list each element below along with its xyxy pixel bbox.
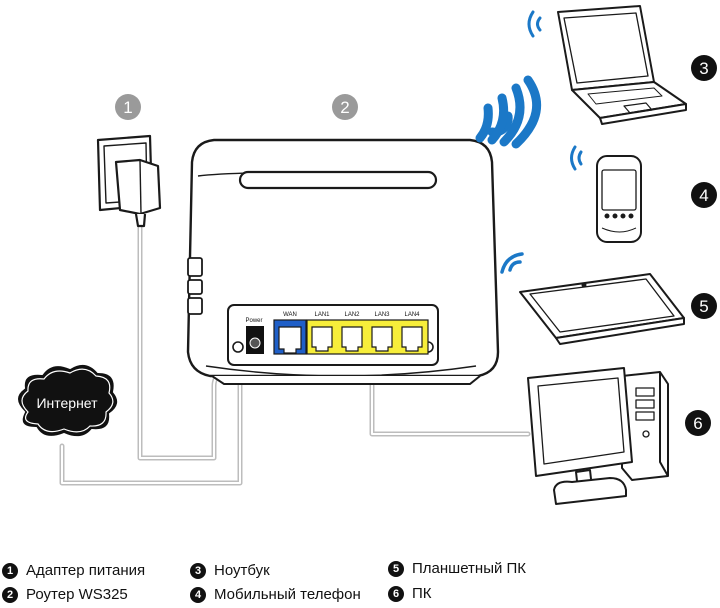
legend-number: 2 (2, 586, 18, 603)
network-diagram: 1 2 Power WAN LAN1 LAN2 LAN3 LAN4 (16, 5, 717, 505)
legend-item-laptop: 3 Ноутбук (190, 562, 270, 579)
legend-number: 5 (388, 560, 404, 577)
callout-phone-number: 4 (699, 186, 708, 205)
callout-phone: 4 (691, 182, 717, 208)
legend-item-pc: 6 ПК (388, 585, 432, 602)
router-icon: Power WAN LAN1 LAN2 LAN3 LAN4 (186, 138, 500, 385)
legend-item-tablet: 5 Планшетный ПК (388, 560, 526, 577)
tablet-icon (519, 273, 685, 345)
internet-cloud-icon: Интернет (16, 362, 120, 439)
tablet-wifi-icon (500, 252, 524, 274)
port-label-lan1: LAN1 (314, 312, 330, 318)
legend-number: 1 (2, 562, 18, 579)
phone-icon (596, 155, 642, 243)
port-label-lan4: LAN4 (404, 312, 420, 318)
callout-router: 2 (332, 94, 358, 120)
port-label-lan3: LAN3 (374, 312, 390, 318)
legend-label: Адаптер питания (26, 562, 146, 579)
legend-label: ПК (412, 585, 432, 602)
laptop-icon (557, 5, 687, 125)
callout-laptop-number: 3 (699, 59, 708, 78)
desktop-pc-icon (527, 367, 669, 505)
laptop-wifi-icon (527, 10, 542, 38)
legend-item-router: 2 Роутер WS325 (2, 586, 128, 603)
port-label-wan: WAN (283, 312, 297, 318)
phone-wifi-icon (570, 145, 583, 171)
legend-number: 6 (388, 585, 404, 602)
legend: 1 Адаптер питания 2 Роутер WS325 3 Ноутб… (0, 556, 720, 608)
callout-adapter-number: 1 (123, 98, 132, 117)
callout-pc: 6 (685, 410, 711, 436)
wall-adapter-icon (96, 134, 162, 228)
legend-label: Планшетный ПК (412, 560, 527, 577)
callout-pc-number: 6 (693, 414, 702, 433)
legend-label: Роутер WS325 (26, 586, 128, 603)
legend-item-adapter: 1 Адаптер питания (2, 562, 145, 579)
router-wifi-icon (475, 75, 541, 149)
port-label-lan2: LAN2 (344, 312, 360, 318)
callout-adapter: 1 (115, 94, 141, 120)
legend-item-phone: 4 Мобильный телефон (190, 586, 361, 603)
legend-label: Мобильный телефон (214, 586, 361, 603)
callout-laptop: 3 (691, 55, 717, 81)
internet-label: Интернет (36, 395, 98, 411)
port-label-power: Power (245, 318, 262, 324)
callout-router-number: 2 (340, 98, 349, 117)
legend-number: 3 (190, 562, 206, 579)
legend-number: 4 (190, 586, 206, 603)
callout-tablet: 5 (691, 293, 717, 319)
callout-tablet-number: 5 (699, 297, 708, 316)
legend-label: Ноутбук (214, 562, 270, 579)
